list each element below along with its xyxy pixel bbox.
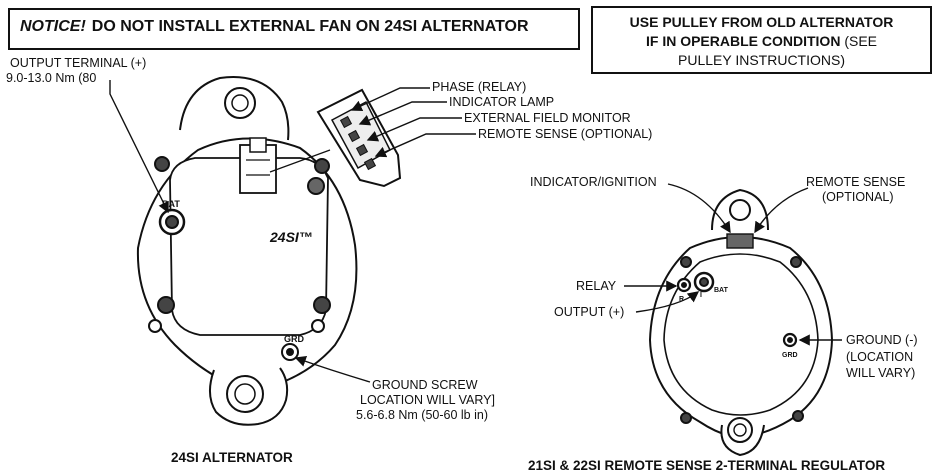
notice-text: NOTICE! DO NOT INSTALL EXTERNAL FAN ON 24… (20, 18, 529, 36)
pulley-line-3: PULLEY INSTRUCTIONS) (678, 52, 845, 68)
ground-terminal-right (782, 332, 798, 348)
bat-mark-left: BAT (162, 199, 180, 209)
ground-right-label-2: (LOCATION (846, 350, 914, 364)
notice-prefix: NOTICE! (20, 18, 86, 35)
ground-screw-location: LOCATION WILL VARY] (360, 393, 495, 407)
bottom-mount-hole-inner (234, 383, 256, 405)
ground-right-label-1: GROUND (-) (846, 333, 918, 347)
bottom-mount-hole-right (727, 417, 753, 443)
output-terminal-torque: 9.0-13.0 Nm (80 (6, 71, 97, 85)
pulley-instruction-box: USE PULLEY FROM OLD ALTERNATOR IF IN OPE… (591, 6, 932, 74)
pulley-line-2: IF IN OPERABLE CONDITION (SEE (593, 33, 930, 49)
housing-bolts (148, 156, 331, 333)
notice-box: NOTICE! DO NOT INSTALL EXTERNAL FAN ON 24… (8, 8, 580, 50)
regulator-plug-connector (239, 137, 277, 194)
output-label: OUTPUT (+) (554, 305, 625, 319)
grd-screw (281, 343, 299, 361)
caption-24si: 24SI ALTERNATOR (171, 450, 293, 465)
r-mark: R (679, 296, 685, 303)
pulley-line-1: USE PULLEY FROM OLD ALTERNATOR (629, 14, 894, 30)
grd-mark-right: GRD (782, 352, 798, 359)
alternator-24si-drawing (136, 76, 358, 426)
output-terminal-label: OUTPUT TERMINAL (+) (10, 56, 147, 70)
indicator-ignition-label: INDICATOR/IGNITION (530, 175, 657, 189)
bottom-mount-hole (226, 375, 264, 413)
top-mount-hole (224, 87, 256, 119)
regulator-connector-right (726, 233, 754, 249)
ground-screw-label: GROUND SCREW (372, 378, 478, 392)
top-mount-hole-right (729, 199, 751, 221)
remote-sense-optional-label: REMOTE SENSE (OPTIONAL) (478, 127, 653, 141)
ground-right-label-3: WILL VARY) (846, 366, 916, 380)
pulley-line-2-main: IF IN OPERABLE CONDITION (645, 33, 841, 49)
relay-label: RELAY (576, 279, 617, 293)
pulley-line-2-extra: (SEE (844, 33, 878, 49)
indicator-lamp-label: INDICATOR LAMP (449, 95, 555, 109)
notice-message: DO NOT INSTALL EXTERNAL FAN ON 24SI ALTE… (91, 18, 529, 35)
remote-sense-right-label-2: (OPTIONAL) (822, 190, 894, 204)
remote-sense-right-label-1: REMOTE SENSE (806, 175, 906, 189)
ground-screw-torque: 5.6-6.8 Nm (50-60 lb in) (356, 408, 489, 422)
top-mount-hole-inner (231, 94, 249, 112)
grd-mark-left: GRD (284, 334, 304, 344)
alternator-21si-22si-drawing (648, 188, 834, 457)
stud-right-top (307, 177, 325, 195)
bat-terminal (158, 208, 186, 236)
phase-relay-label: PHASE (RELAY) (432, 80, 527, 94)
housing-bolts-right (680, 256, 804, 424)
i-mark: I (700, 292, 702, 299)
output-bat-terminal (693, 271, 715, 293)
bat-mark-right: BAT (714, 287, 728, 294)
right-leader-lines (624, 183, 842, 346)
left-leader-lines (109, 80, 476, 383)
relay-terminal (676, 277, 692, 293)
external-field-monitor-label: EXTERNAL FIELD MONITOR (464, 111, 631, 125)
caption-21si-22si: 21SI & 22SI REMOTE SENSE 2-TERMINAL REGU… (528, 458, 886, 473)
model-mark-24si: 24SI™ (270, 229, 313, 245)
